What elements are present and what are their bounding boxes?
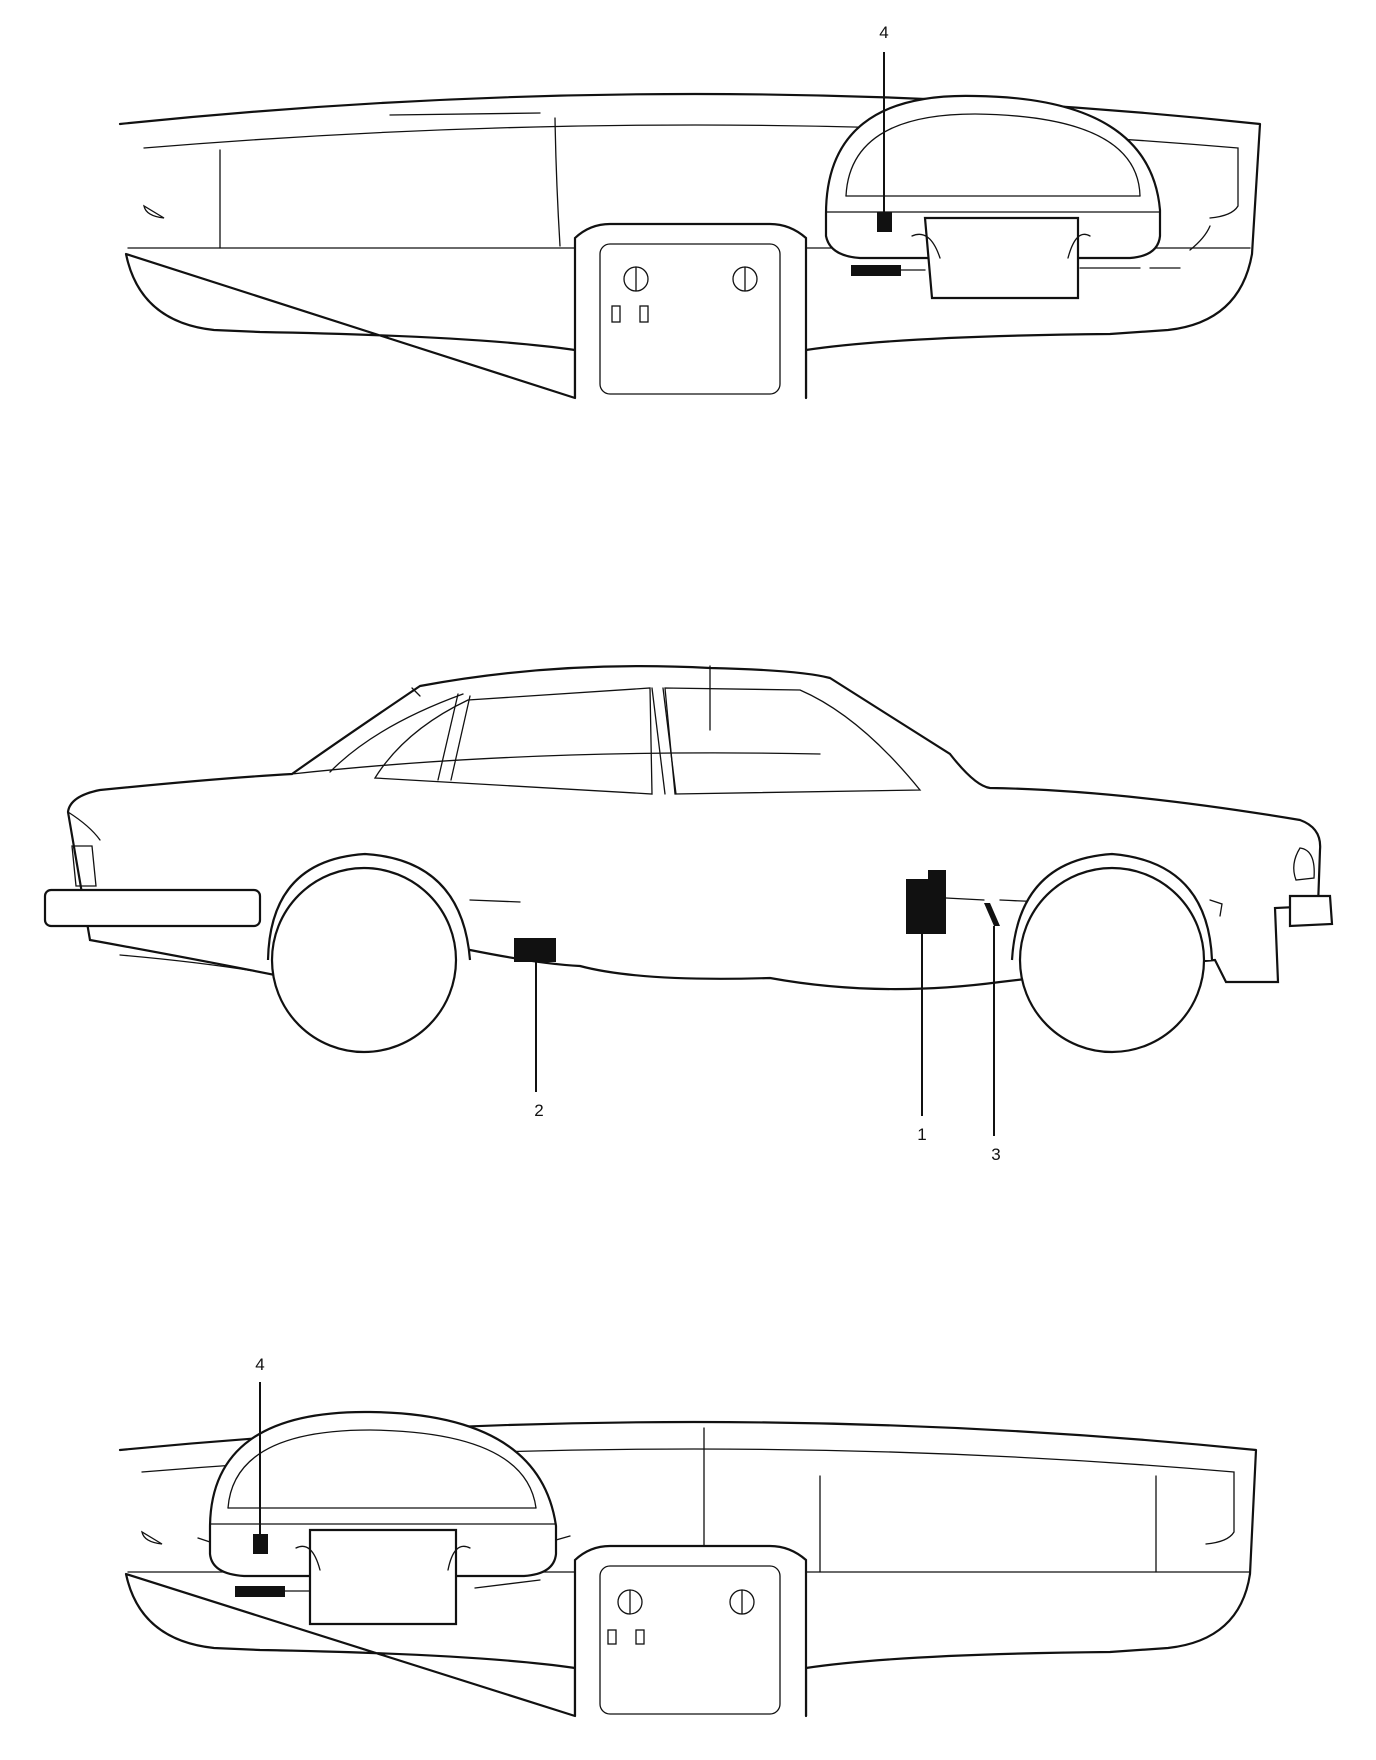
- component-3: [984, 903, 1000, 926]
- center-console-lhd: [573, 1544, 808, 1716]
- center-console-rhd: [573, 222, 808, 398]
- callout-1: 1: [917, 1125, 926, 1144]
- callout-3: 3: [991, 1145, 1000, 1164]
- dashboard-rhd: 4: [118, 23, 1262, 400]
- dashboard-lhd-outline: [118, 1420, 1258, 1718]
- dashboard-lhd: 4: [118, 1355, 1258, 1718]
- callout-2: 2: [534, 1101, 543, 1120]
- dashboard-rhd-outline: [118, 92, 1262, 400]
- component-4-lhd: [253, 1534, 268, 1554]
- wiring-block-lhd: [235, 1586, 285, 1597]
- component-2: [514, 938, 556, 962]
- car-side-view: 2 1 3: [43, 665, 1334, 1164]
- callout-4-bottom: 4: [255, 1355, 264, 1374]
- component-1: [906, 879, 946, 934]
- rear-bumper: [43, 888, 262, 928]
- wiring-block-rhd: [851, 265, 901, 276]
- component-4-rhd: [877, 212, 892, 232]
- callout-4-top: 4: [879, 23, 888, 42]
- front-wheel: [1018, 866, 1206, 1054]
- front-bumper: [1288, 894, 1334, 928]
- rear-wheel: [270, 866, 458, 1054]
